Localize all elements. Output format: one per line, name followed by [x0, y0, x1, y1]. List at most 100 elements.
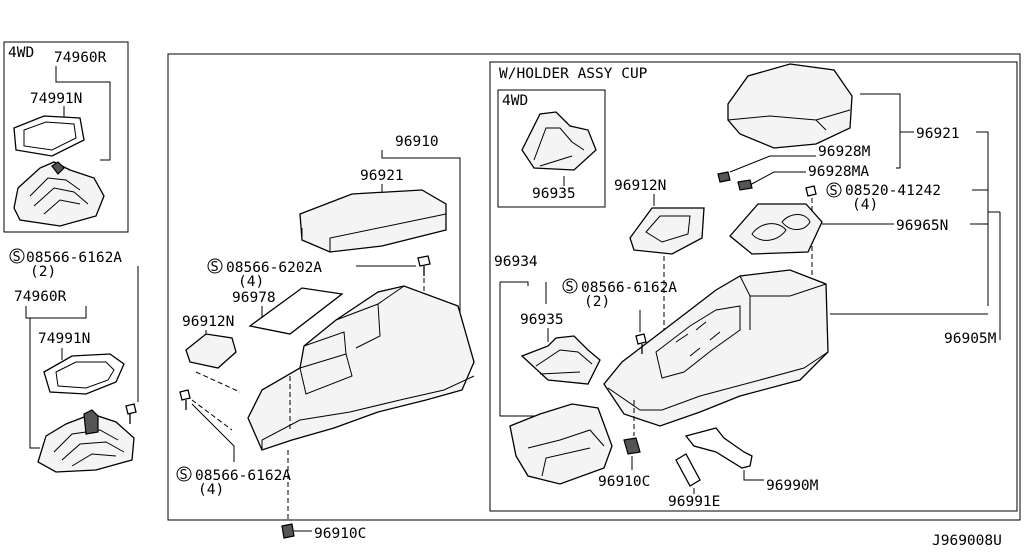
- label-96928MA: 96928MA: [808, 164, 869, 180]
- ref-code: J969008U: [932, 533, 1002, 549]
- shift-boot-left: [37, 413, 135, 473]
- s-symbol-left: S: [9, 248, 25, 265]
- label-screw-b: 08566-6162A: [195, 468, 291, 484]
- svg-text:S: S: [566, 279, 574, 295]
- pin-96991E: [675, 453, 701, 487]
- svg-text:S: S: [180, 467, 188, 483]
- label-96910-center: 96910: [395, 134, 439, 150]
- shift-boot-96935: [520, 335, 601, 385]
- label-96921-holder: 96921: [916, 126, 960, 142]
- label-96978: 96978: [232, 290, 276, 306]
- label-96921-center: 96921: [360, 168, 404, 184]
- s-symbol-screw-a: S: [207, 258, 223, 275]
- console-body-center: [247, 285, 475, 451]
- gasket-ring-left: [43, 353, 125, 395]
- hinge-a: [717, 171, 731, 183]
- frame-4wd-left: [3, 41, 129, 233]
- boot-knob-top: [51, 161, 65, 175]
- label-96905M: 96905M: [944, 331, 997, 347]
- screw-a: [417, 255, 431, 276]
- clip-96910C-holder: [623, 437, 641, 455]
- console-holder-base: [607, 351, 829, 411]
- dash-center-cover: [191, 371, 241, 431]
- label-96990M: 96990M: [766, 478, 819, 494]
- label-screw-c-qty: (2): [584, 294, 610, 310]
- console-holder-box: [739, 275, 827, 330]
- label-96934: 96934: [494, 254, 538, 270]
- label-screw-b-qty: (4): [198, 482, 224, 498]
- label-74991N-top: 74991N: [30, 91, 82, 107]
- console-holder-shifter-panel: [655, 305, 741, 379]
- leader-96928M: [729, 155, 816, 173]
- cup-holder-rings: [751, 214, 811, 241]
- label-74960R-left: 74960R: [14, 289, 67, 305]
- label-96912N-center: 96912N: [182, 314, 234, 330]
- console-mat: [248, 287, 344, 335]
- boot-4wd-inner: [521, 111, 597, 171]
- s-symbol-screw-b: S: [176, 466, 192, 483]
- cover-96912N-center: [185, 333, 237, 369]
- leader-96928MA: [747, 171, 806, 187]
- svg-text:S: S: [13, 249, 21, 265]
- s-symbol-screw-c: S: [562, 278, 578, 295]
- label-4wd-inner: 4WD: [502, 93, 528, 109]
- cover-96912N-opening: [645, 215, 691, 243]
- frame-holder-assy: [489, 61, 1018, 512]
- gasket-ring-top: [13, 115, 85, 157]
- screw-b: [179, 389, 191, 410]
- label-screw-left-qty: (2): [30, 264, 56, 280]
- boot-knob-left: [83, 409, 99, 435]
- label-96928M: 96928M: [818, 144, 871, 160]
- shift-boot-96935-details: [535, 349, 593, 375]
- s-symbol-screw-08520: S: [826, 182, 842, 199]
- label-screw-a: 08566-6202A: [226, 260, 322, 276]
- finisher-96934-details: [527, 429, 605, 477]
- gasket-inner-left: [55, 361, 115, 389]
- finisher-96934: [509, 403, 613, 485]
- leader-74960R-top: [55, 66, 111, 161]
- screw-c: [635, 333, 647, 354]
- console-body-details: [299, 285, 405, 395]
- label-96910C-holder: 96910C: [598, 474, 650, 490]
- boot-4wd-inner-details: [533, 127, 585, 167]
- cover-96912N-holder: [629, 207, 705, 255]
- shift-boot-top: [13, 161, 105, 227]
- label-screw-08520-qty: (4): [852, 197, 878, 213]
- armrest-lid-center: [299, 189, 447, 253]
- frame-main: [167, 53, 1021, 521]
- label-96965N: 96965N: [896, 218, 948, 234]
- leader-96934: [499, 281, 540, 417]
- lid-holder-edge: [727, 109, 851, 131]
- svg-text:S: S: [830, 183, 838, 199]
- screw-08520: [805, 185, 817, 197]
- console-base-edge: [261, 375, 475, 450]
- label-screw-08520: 08520-41242: [845, 183, 941, 199]
- cup-holder-96965N: [729, 203, 823, 255]
- leader-96910: [381, 150, 461, 320]
- leader-right-bracket: [976, 131, 989, 306]
- hinge-b: [737, 179, 753, 191]
- label-screw-left: 08566-6162A: [26, 250, 122, 266]
- leader-74991N-top: [63, 106, 72, 119]
- label-74960R-top: 74960R: [54, 50, 107, 66]
- frame-4wd-inner: [497, 89, 606, 208]
- leader-74960R-left-b: [30, 306, 87, 319]
- label-96910C-bottom: 96910C: [314, 526, 366, 542]
- label-96935: 96935: [520, 312, 564, 328]
- leader-96921-holder: [860, 93, 914, 169]
- armrest-lid-holder: [727, 63, 853, 149]
- label-96912N-holder: 96912N: [614, 178, 666, 194]
- clip-96910C-bottom: [281, 523, 295, 539]
- boot-folds-top: [29, 177, 89, 215]
- label-screw-a-qty: (4): [238, 274, 264, 290]
- label-4wd-left: 4WD: [8, 45, 34, 61]
- label-screw-c: 08566-6162A: [581, 280, 677, 296]
- leader-74960R-left: [25, 306, 40, 449]
- label-96991E: 96991E: [668, 494, 720, 510]
- label-74991N-left: 74991N: [38, 331, 90, 347]
- label-96935-inner: 96935: [532, 186, 576, 202]
- leader-96905M-frame: [970, 212, 1001, 340]
- console-holder-switches: [675, 321, 721, 357]
